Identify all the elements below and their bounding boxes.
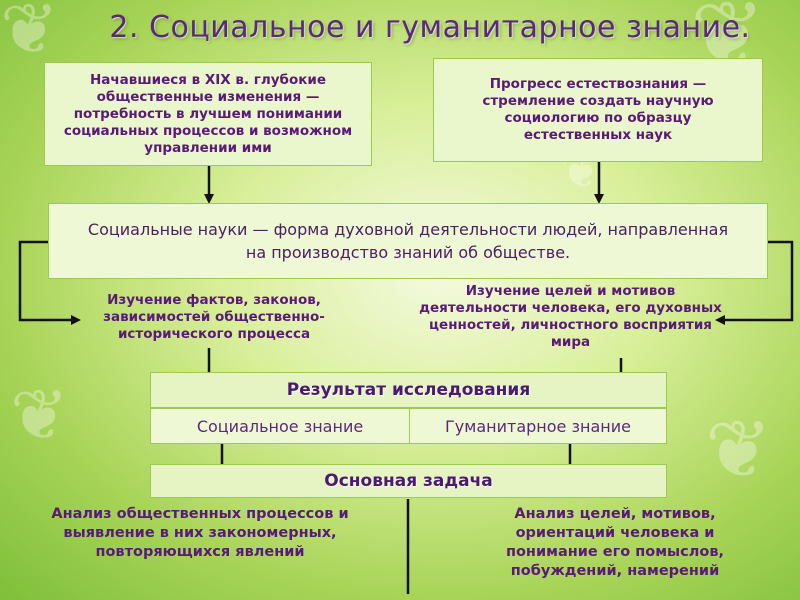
text-study-facts: Изучение фактов, законов, зависимостей о…: [103, 292, 325, 342]
text-study-goals: Изучение целей и мотивов деятельности че…: [419, 283, 722, 350]
box-natural-science-progress: Прогресс естествознания — стремление соз…: [433, 58, 763, 162]
result-humanitarian-knowledge: Гуманитарное знание: [409, 408, 667, 444]
result-social-knowledge: Социальное знание: [150, 408, 410, 444]
box-social-sciences-definition: Социальные науки — форма духовной деятел…: [48, 203, 768, 279]
result-header: Результат исследования: [150, 372, 667, 408]
bracket-right: [715, 240, 794, 325]
bracket-left: [18, 240, 81, 325]
text-task-humanitarian: Анализ целей, мотивов, ориентаций челове…: [505, 506, 725, 579]
task-header: Основная задача: [150, 464, 667, 498]
page-title: 2. Социальное и гуманитарное знание.: [109, 10, 751, 45]
box-social-changes: Начавшиеся в XIX в. глубокие общественны…: [44, 62, 372, 166]
text-task-social: Анализ общественных процессов и выявлени…: [51, 506, 349, 560]
